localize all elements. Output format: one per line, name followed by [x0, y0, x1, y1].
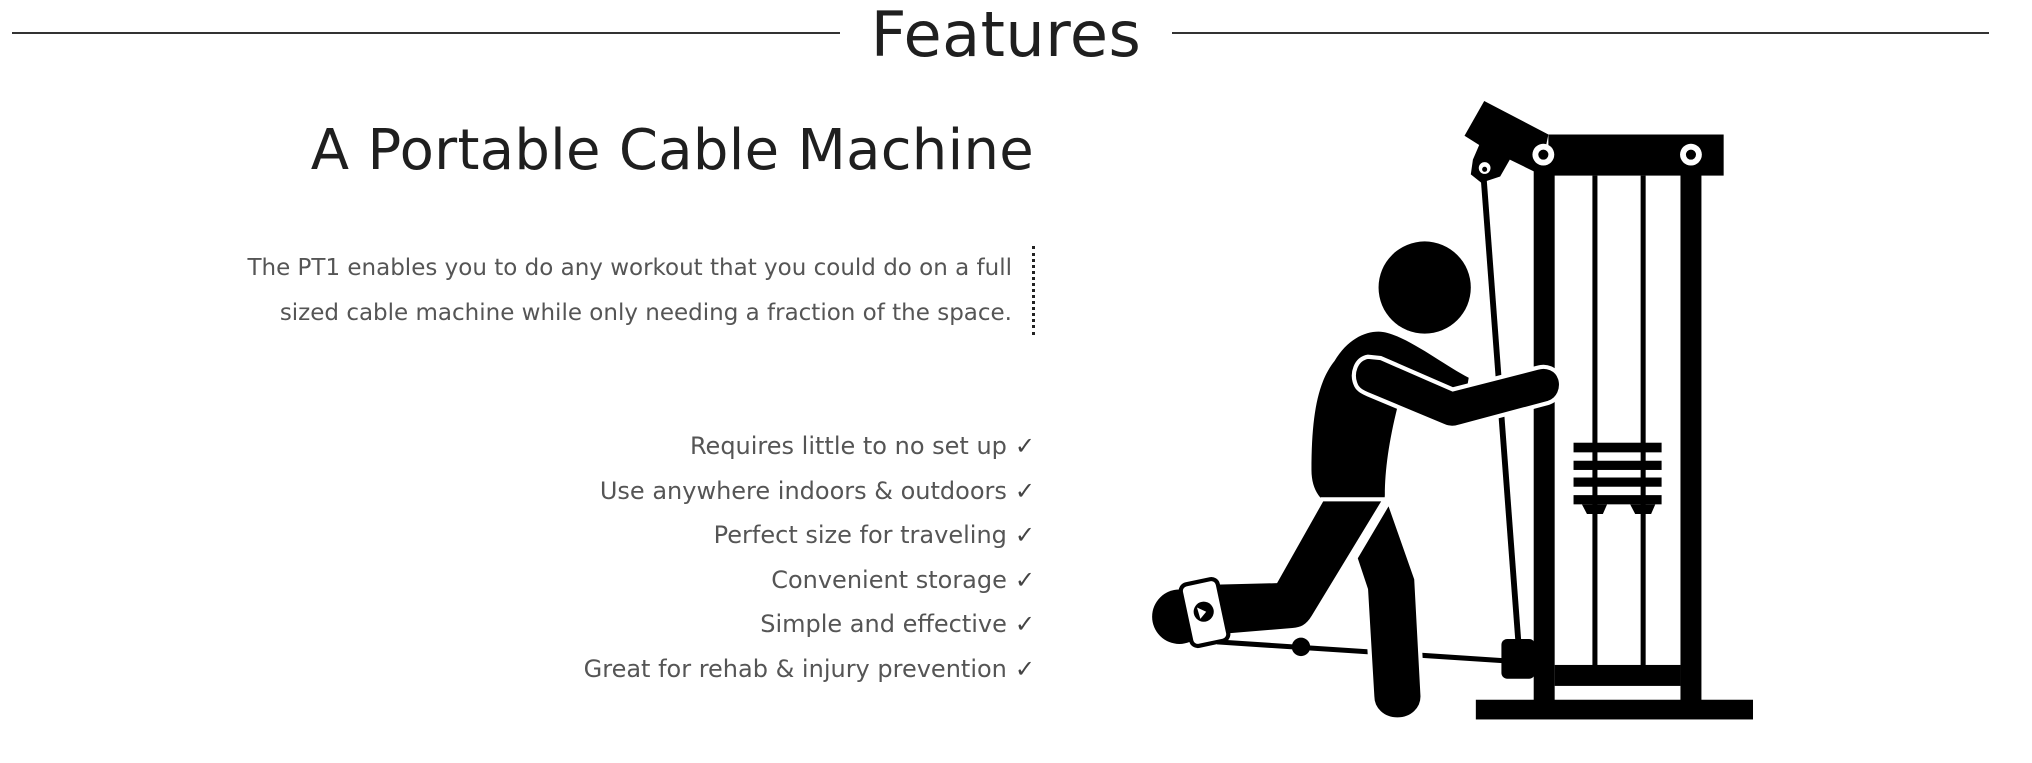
feature-list: Requires little to no set up✓ Use anywhe… [584, 424, 1035, 692]
person-using-cable-machine-icon [1152, 100, 1754, 722]
header-divider-right [1172, 32, 1989, 34]
header-divider-left [12, 32, 840, 34]
check-icon: ✓ [1014, 521, 1035, 550]
check-icon: ✓ [1014, 432, 1035, 460]
list-item: Requires little to no set up✓ [584, 424, 1035, 469]
section-header: Features [0, 0, 2032, 71]
list-item-label: Simple and effective [760, 610, 1007, 639]
list-item-label: Requires little to no set up [689, 432, 1007, 460]
list-item-label: Perfect size for traveling [713, 521, 1007, 550]
check-icon: ✓ [1014, 610, 1035, 639]
list-item: Convenient storage✓ [584, 558, 1035, 603]
check-icon: ✓ [1014, 565, 1035, 594]
list-item-label: Convenient storage [771, 565, 1007, 594]
section-title: Features [870, 0, 1142, 71]
list-item: Perfect size for traveling✓ [584, 513, 1035, 558]
list-item-label: Great for rehab & injury prevention [583, 654, 1007, 683]
list-item: Great for rehab & injury prevention✓ [584, 647, 1035, 692]
list-item: Simple and effective✓ [584, 602, 1035, 647]
list-item-label: Use anywhere indoors & outdoors [599, 476, 1007, 505]
check-icon: ✓ [1014, 654, 1035, 683]
list-item: Use anywhere indoors & outdoors✓ [584, 469, 1035, 514]
check-icon: ✓ [1014, 476, 1035, 505]
feature-description: The PT1 enables you to do any workout th… [232, 246, 1035, 335]
feature-heading: A Portable Cable Machine [310, 118, 1034, 183]
